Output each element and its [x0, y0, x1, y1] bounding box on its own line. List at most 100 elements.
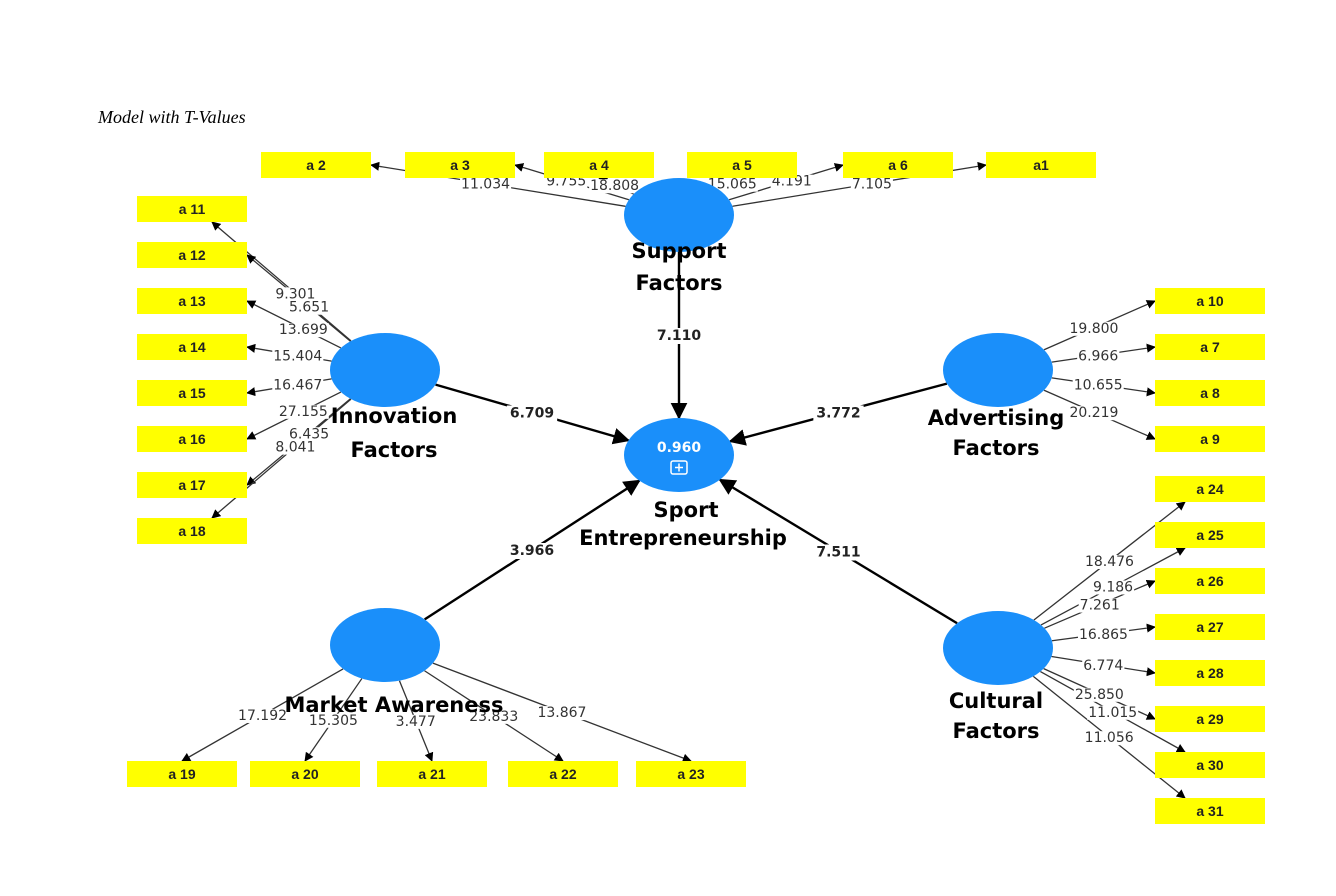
indicator-label: a 30 [1196, 757, 1223, 773]
label-background [1077, 627, 1129, 642]
indicator-label: a 15 [178, 385, 205, 401]
indicator-box[interactable] [986, 152, 1096, 178]
indicator-box[interactable] [1155, 706, 1265, 732]
indicator-box[interactable] [544, 152, 654, 178]
indicator-a28[interactable]: a 28 [1155, 660, 1265, 686]
indicator-a22[interactable]: a 22 [508, 761, 618, 787]
indicator-a24[interactable]: a 24 [1155, 476, 1265, 502]
indicator-box[interactable] [687, 152, 797, 178]
indicator-box[interactable] [1155, 380, 1265, 406]
indicator-a20[interactable]: a 20 [250, 761, 360, 787]
loading-t-value: 16.865 [1079, 627, 1128, 643]
label-background [1072, 378, 1124, 393]
construct-ellipse[interactable] [330, 608, 440, 682]
indicator-box[interactable] [1155, 288, 1265, 314]
path-t-value: 3.772 [816, 406, 860, 422]
indicator-box[interactable] [137, 426, 247, 452]
loading-t-value: 15.305 [309, 713, 358, 729]
indicator-a10[interactable]: a 10 [1155, 288, 1265, 314]
indicator-a19[interactable]: a 19 [127, 761, 237, 787]
indicator-box[interactable] [127, 761, 237, 787]
indicator-a2[interactable]: a 2 [261, 152, 371, 178]
indicator-box[interactable] [1155, 522, 1265, 548]
indicator-box[interactable] [137, 472, 247, 498]
indicator-a1[interactable]: a1 [986, 152, 1096, 178]
label-background [274, 287, 317, 302]
loading-t-value: 18.476 [1085, 554, 1134, 570]
loading-t-value: 11.034 [461, 177, 510, 193]
indicator-label: a 16 [178, 431, 205, 447]
indicator-a3[interactable]: a 3 [405, 152, 515, 178]
indicator-box[interactable] [261, 152, 371, 178]
indicator-a9[interactable]: a 9 [1155, 426, 1265, 452]
indicator-a25[interactable]: a 25 [1155, 522, 1265, 548]
indicator-a8[interactable]: a 8 [1155, 380, 1265, 406]
indicator-box[interactable] [508, 761, 618, 787]
loading-t-value: 9.186 [1093, 579, 1133, 595]
indicator-label: a 4 [589, 157, 609, 173]
indicator-a26[interactable]: a 26 [1155, 568, 1265, 594]
label-background [274, 440, 317, 455]
construct-name: Factors [350, 438, 437, 462]
construct-ellipse[interactable] [943, 333, 1053, 407]
indicator-box[interactable] [137, 196, 247, 222]
construct-name: Factors [952, 436, 1039, 460]
indicator-box[interactable] [1155, 476, 1265, 502]
indicator-box[interactable] [1155, 752, 1265, 778]
indicator-a21[interactable]: a 21 [377, 761, 487, 787]
indicator-box[interactable] [1155, 660, 1265, 686]
indicator-box[interactable] [137, 288, 247, 314]
loading-t-value: 6.966 [1078, 348, 1118, 364]
loading-t-value: 13.867 [537, 705, 586, 721]
construct-market[interactable]: Market Awareness [284, 608, 504, 717]
indicator-box[interactable] [1155, 614, 1265, 640]
indicator-a14[interactable]: a 14 [137, 334, 247, 360]
indicator-a13[interactable]: a 13 [137, 288, 247, 314]
construct-name: Support [632, 239, 727, 263]
indicator-box[interactable] [843, 152, 953, 178]
indicator-a30[interactable]: a 30 [1155, 752, 1265, 778]
indicator-box[interactable] [1155, 798, 1265, 824]
indicator-a17[interactable]: a 17 [137, 472, 247, 498]
indicator-a18[interactable]: a 18 [137, 518, 247, 544]
indicator-label: a 12 [178, 247, 205, 263]
indicator-box[interactable] [137, 334, 247, 360]
indicator-a7[interactable]: a 7 [1155, 334, 1265, 360]
construct-ellipse[interactable] [624, 178, 734, 252]
indicator-box[interactable] [636, 761, 746, 787]
label-background [277, 323, 329, 338]
indicator-box[interactable] [377, 761, 487, 787]
indicator-box[interactable] [137, 380, 247, 406]
indicator-box[interactable] [137, 518, 247, 544]
indicator-a12[interactable]: a 12 [137, 242, 247, 268]
indicator-box[interactable] [1155, 568, 1265, 594]
expand-plus-icon[interactable] [670, 460, 688, 475]
indicator-a6[interactable]: a 6 [843, 152, 953, 178]
indicator-a23[interactable]: a 23 [636, 761, 746, 787]
indicator-a5[interactable]: a 5 [687, 152, 797, 178]
label-background [1091, 580, 1135, 595]
construct-ellipse[interactable] [624, 418, 734, 492]
indicator-a31[interactable]: a 31 [1155, 798, 1265, 824]
indicator-box[interactable] [137, 242, 247, 268]
indicator-a16[interactable]: a 16 [137, 426, 247, 452]
indicator-a4[interactable]: a 4 [544, 152, 654, 178]
indicator-label: a 5 [732, 157, 752, 173]
indicator-a29[interactable]: a 29 [1155, 706, 1265, 732]
loading-t-value: 11.056 [1085, 730, 1134, 746]
construct-ellipse[interactable] [330, 333, 440, 407]
indicator-a15[interactable]: a 15 [137, 380, 247, 406]
indicator-a11[interactable]: a 11 [137, 196, 247, 222]
indicator-box[interactable] [250, 761, 360, 787]
indicator-box[interactable] [1155, 334, 1265, 360]
construct-ellipse[interactable] [943, 611, 1053, 685]
construct-name: Entrepreneurship [579, 526, 787, 550]
indicator-a27[interactable]: a 27 [1155, 614, 1265, 640]
indicator-box[interactable] [1155, 426, 1265, 452]
indicator-box[interactable] [405, 152, 515, 178]
